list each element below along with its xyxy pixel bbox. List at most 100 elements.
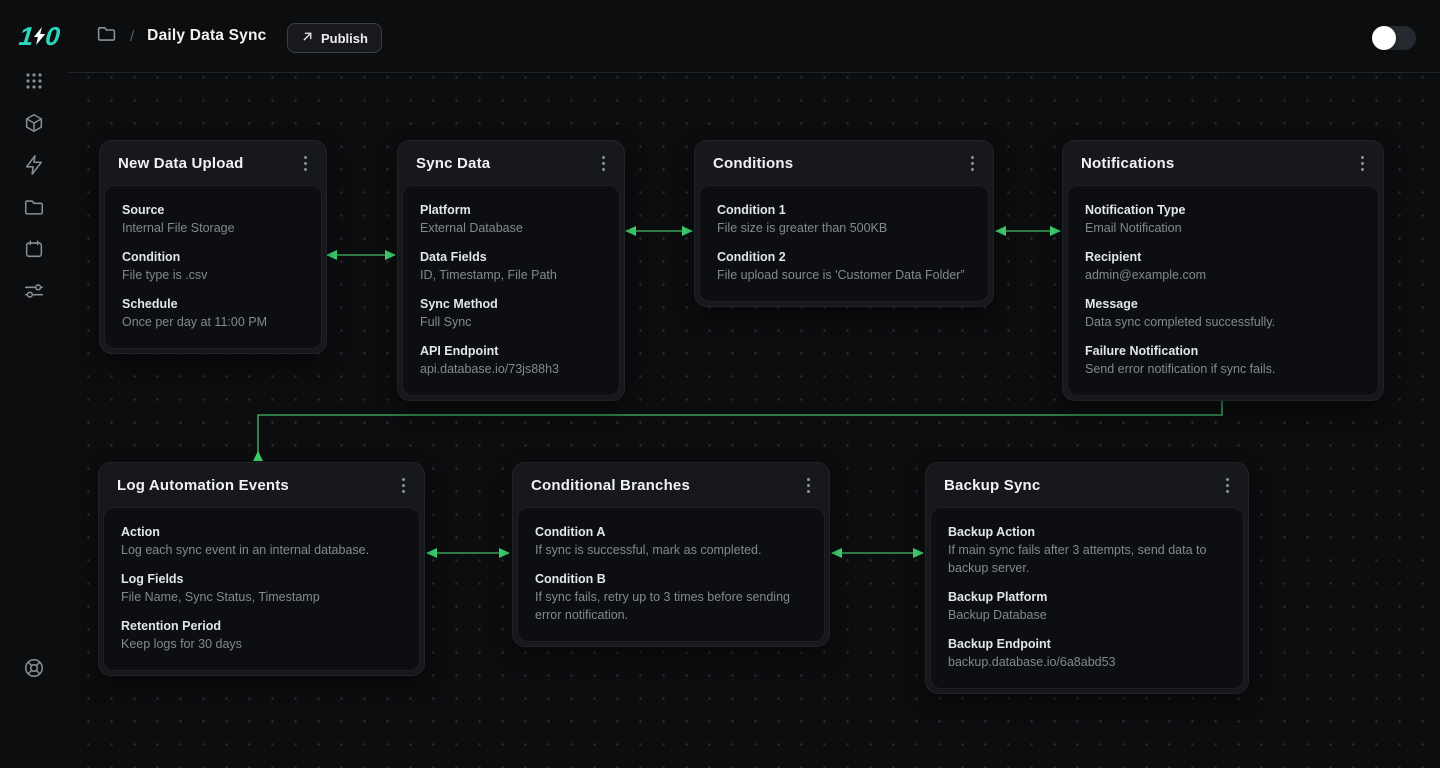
logo-zero: 0 (44, 21, 61, 52)
node-header: Conditions (695, 141, 993, 185)
folder-icon[interactable] (96, 23, 117, 49)
field-value: Data sync completed successfully. (1085, 313, 1361, 331)
sidebar-item-files[interactable] (23, 196, 45, 218)
field-label: Condition (122, 248, 304, 266)
field-value: Keep logs for 30 days (121, 635, 402, 653)
logo-bolt-icon (33, 27, 46, 45)
node-body: Action Log each sync event in an interna… (103, 507, 420, 671)
field-label: Failure Notification (1085, 342, 1361, 360)
node-field: Message Data sync completed successfully… (1085, 295, 1361, 331)
field-label: Message (1085, 295, 1361, 313)
node-title: Notifications (1081, 155, 1174, 172)
field-value: File upload source is 'Customer Data Fol… (717, 266, 971, 284)
node-new-data-upload[interactable]: New Data Upload Source Internal File Sto… (99, 140, 327, 354)
sidebar-item-automations[interactable] (23, 154, 45, 176)
apps-grid-icon (23, 70, 45, 92)
node-body: Notification Type Email Notification Rec… (1067, 185, 1379, 396)
node-title: New Data Upload (118, 155, 244, 172)
node-body: Source Internal File Storage Condition F… (104, 185, 322, 349)
node-field: Failure Notification Send error notifica… (1085, 342, 1361, 378)
kebab-menu-icon[interactable] (801, 474, 816, 497)
sidebar-item-help[interactable] (23, 657, 45, 679)
sidebar-item-settings-flow[interactable] (23, 280, 45, 302)
kebab-menu-icon[interactable] (298, 152, 313, 175)
node-field: Platform External Database (420, 201, 602, 237)
app-logo[interactable]: 1 0 (15, 17, 63, 55)
lightning-icon (23, 154, 45, 176)
node-backup-sync[interactable]: Backup Sync Backup Action If main sync f… (925, 462, 1249, 694)
field-value: Log each sync event in an internal datab… (121, 541, 402, 559)
publish-button[interactable]: Publish (287, 23, 382, 53)
field-label: Log Fields (121, 570, 402, 588)
field-value: Backup Database (948, 606, 1226, 624)
node-body: Backup Action If main sync fails after 3… (930, 507, 1244, 689)
sidebar-item-apps[interactable] (23, 70, 45, 92)
node-header: Notifications (1063, 141, 1383, 185)
kebab-menu-icon[interactable] (1220, 474, 1235, 497)
theme-toggle[interactable] (1372, 26, 1416, 50)
field-value: ID, Timestamp, File Path (420, 266, 602, 284)
publish-label: Publish (321, 31, 368, 46)
node-header: Log Automation Events (99, 463, 424, 507)
sidebar (0, 72, 68, 768)
topbar-divider (68, 72, 1440, 73)
node-field: Backup Action If main sync fails after 3… (948, 523, 1226, 577)
node-header: Sync Data (398, 141, 624, 185)
field-label: Schedule (122, 295, 304, 313)
sidebar-item-package[interactable] (23, 112, 45, 134)
sliders-icon (23, 280, 45, 302)
field-value: backup.database.io/6a8abd53 (948, 653, 1226, 671)
kebab-menu-icon[interactable] (965, 152, 980, 175)
node-field: Recipient admin@example.com (1085, 248, 1361, 284)
field-label: Data Fields (420, 248, 602, 266)
field-label: Condition 2 (717, 248, 971, 266)
node-field: Log Fields File Name, Sync Status, Times… (121, 570, 402, 606)
node-field: Condition B If sync fails, retry up to 3… (535, 570, 807, 624)
lifebuoy-help-icon (23, 657, 45, 679)
field-label: Recipient (1085, 248, 1361, 266)
field-label: Platform (420, 201, 602, 219)
node-field: Condition File type is .csv (122, 248, 304, 284)
node-field: Retention Period Keep logs for 30 days (121, 617, 402, 653)
node-field: Backup Platform Backup Database (948, 588, 1226, 624)
breadcrumb-separator: / (130, 28, 134, 45)
field-value: Send error notification if sync fails. (1085, 360, 1361, 378)
field-label: Notification Type (1085, 201, 1361, 219)
node-title: Sync Data (416, 155, 490, 172)
field-value: File type is .csv (122, 266, 304, 284)
field-label: Backup Action (948, 523, 1226, 541)
node-field: Action Log each sync event in an interna… (121, 523, 402, 559)
field-value: If main sync fails after 3 attempts, sen… (948, 541, 1226, 577)
page-title: Daily Data Sync (147, 27, 266, 45)
node-field: Condition 1 File size is greater than 50… (717, 201, 971, 237)
field-value: File size is greater than 500KB (717, 219, 971, 237)
node-field: Condition 2 File upload source is 'Custo… (717, 248, 971, 284)
field-label: Condition 1 (717, 201, 971, 219)
field-value: admin@example.com (1085, 266, 1361, 284)
node-field: Condition A If sync is successful, mark … (535, 523, 807, 559)
kebab-menu-icon[interactable] (596, 152, 611, 175)
node-sync-data[interactable]: Sync Data Platform External Database Dat… (397, 140, 625, 401)
node-field: Backup Endpoint backup.database.io/6a8ab… (948, 635, 1226, 671)
node-log-automation-events[interactable]: Log Automation Events Action Log each sy… (98, 462, 425, 676)
sidebar-item-schedule[interactable] (23, 238, 45, 260)
calendar-icon (23, 238, 45, 260)
field-value: api.database.io/73js88h3 (420, 360, 602, 378)
kebab-menu-icon[interactable] (1355, 152, 1370, 175)
field-value: Once per day at 11:00 PM (122, 313, 304, 331)
node-conditions[interactable]: Conditions Condition 1 File size is grea… (694, 140, 994, 307)
package-icon (23, 112, 45, 134)
kebab-menu-icon[interactable] (396, 474, 411, 497)
breadcrumb: / Daily Data Sync (96, 0, 266, 72)
node-conditional-branches[interactable]: Conditional Branches Condition A If sync… (512, 462, 830, 647)
field-value: Full Sync (420, 313, 602, 331)
node-body: Condition 1 File size is greater than 50… (699, 185, 989, 302)
field-label: Retention Period (121, 617, 402, 635)
field-label: Sync Method (420, 295, 602, 313)
field-value: Internal File Storage (122, 219, 304, 237)
node-header: Conditional Branches (513, 463, 829, 507)
field-label: Backup Platform (948, 588, 1226, 606)
top-bar: 1 0 / Daily Data Sync Publish (0, 0, 1440, 72)
node-body: Condition A If sync is successful, mark … (517, 507, 825, 642)
node-notifications[interactable]: Notifications Notification Type Email No… (1062, 140, 1384, 401)
